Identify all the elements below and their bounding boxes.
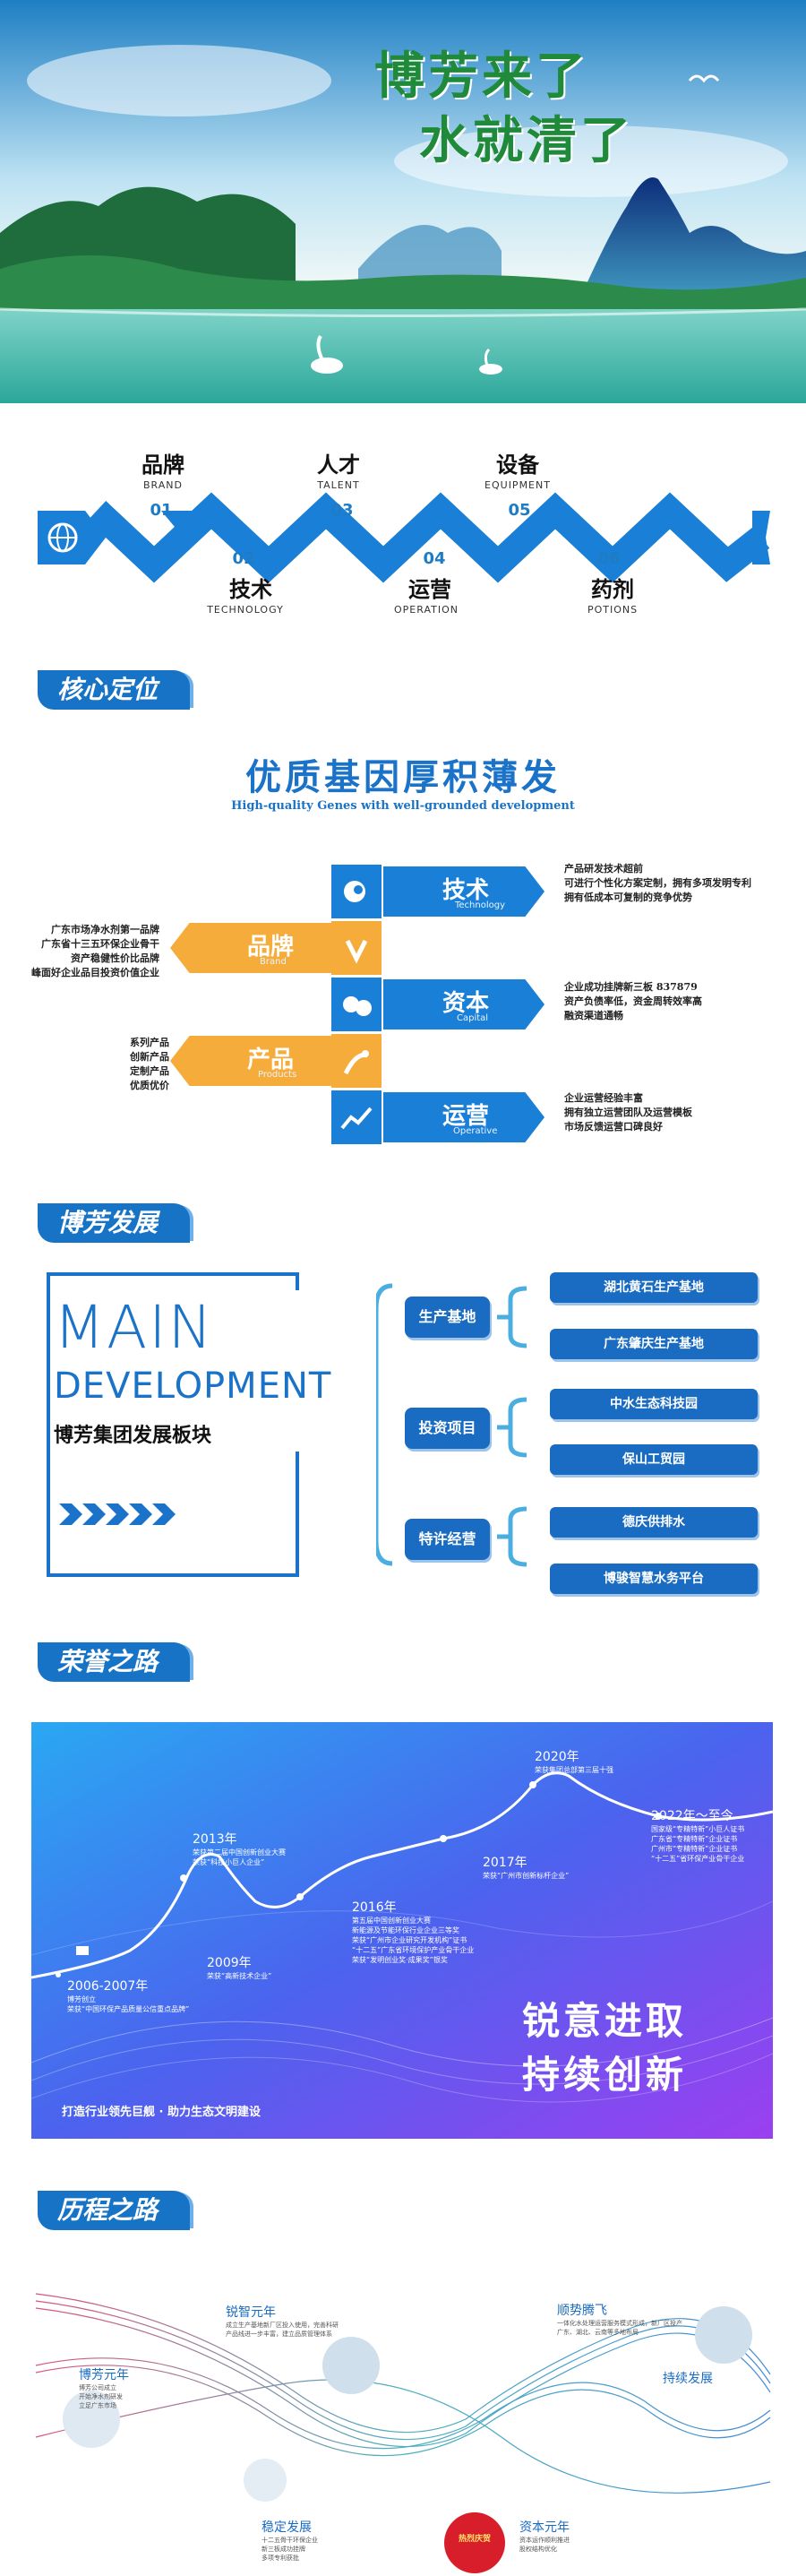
history-node: 资本元年 资本运作顺利推进 股权结构优化 — [519, 2520, 570, 2553]
dev-item: 保山工贸园 — [550, 1444, 758, 1475]
history-photo — [322, 2337, 380, 2394]
section-tab-dev: 博芳发展 — [38, 1203, 190, 1243]
note-technology: 产品研发技术超前可进行个性化方案定制，拥有多项发明专利拥有低成本可复制的竞争优势 — [564, 863, 751, 903]
dev-item: 中水生态科技园 — [550, 1389, 758, 1419]
landscape-illustration — [0, 0, 806, 403]
note-products: 系列产品创新产品定制产品优质优价 — [130, 1037, 169, 1091]
history-node: 稳定发展 十二五骨干环保企业 新三板成功挂牌 多项专利获批 — [262, 2520, 318, 2562]
history-node: 持续发展 — [663, 2372, 713, 2386]
dev-item: 湖北黄石生产基地 — [550, 1272, 758, 1303]
core-diagram: 技术 Technology 品牌 Brand 资本 Capital 产品 Pro… — [0, 860, 806, 1156]
history-photo — [695, 2306, 752, 2364]
section-tab-history: 历程之路 — [38, 2191, 190, 2230]
history-timeline: 热烈庆贺 博芳元年 博芳公司成立 开始净水剂研发 立足广东市场 锐智元年 成立生… — [0, 2258, 806, 2576]
history-node: 博芳元年 博芳公司成立 开始净水剂研发 立足广东市场 — [79, 2368, 129, 2409]
products-icon — [331, 1034, 382, 1088]
dev-group-franchise: 特许经营 — [405, 1519, 490, 1560]
milestone: 2020年 荣获集团总部第三届十强 — [535, 1750, 613, 1774]
milestone: 2022年～至今 国家级“专精特新”小巨人证书 广东省“专精特新”企业证书 广州… — [651, 1809, 745, 1863]
history-wave — [35, 2293, 771, 2494]
main-development-heading: MAIN DEVELOPMENT 博芳集团发展板块 — [54, 1290, 367, 1452]
brand-icon — [331, 921, 382, 975]
strip-equipment: 设备 — [496, 452, 539, 478]
dev-item: 德庆供排水 — [550, 1507, 758, 1538]
bar-operative: 运营 Operative — [383, 1092, 544, 1142]
core-title: 优质基因厚积薄发 — [245, 757, 561, 798]
swan-icon — [311, 334, 343, 374]
dev-group-investment: 投资项目 — [405, 1408, 490, 1449]
bar-products: 产品 Products — [170, 1036, 331, 1086]
history-node: 顺势腾飞 一体化水处理运营服务模式形成，新厂区投产 广东、湖北、云南等多地布局 — [557, 2304, 682, 2336]
honor-slogan-1: 锐意进取 — [522, 1999, 688, 2043]
bar-brand: 品牌 Brand — [170, 923, 331, 973]
capital-icon — [331, 978, 382, 1031]
bird-icon — [688, 74, 720, 83]
history-photo — [444, 2512, 505, 2573]
milestone: 2016年 第五届中国创新创业大赛 新能源及节能环保行业企业三等奖 荣获“广州市… — [352, 1900, 475, 1964]
hero-title-line1: 博芳来了 — [374, 47, 589, 106]
strip-brand: 品牌 — [141, 452, 184, 478]
note-brand: 广东市场净水剂第一品牌广东省十三五环保企业骨干资产稳健性价比品牌峰面好企业品目投… — [31, 924, 159, 978]
operative-icon — [331, 1090, 382, 1144]
dev-item: 广东肇庆生产基地 — [550, 1329, 758, 1359]
hero-banner: 博芳来了 水就清了 — [0, 0, 806, 403]
honor-bottom-line: 打造行业领先巨舰 · 助力生态文明建设 — [62, 2106, 261, 2119]
note-operative: 企业运营经验丰富拥有独立运营团队及运营模板市场反馈运营口碑良好 — [564, 1092, 692, 1133]
chevrons-icon — [59, 1503, 176, 1525]
capability-strip: 品牌 BRAND 01 人才 TALENT 03 设备 EQUIPMENT 05… — [0, 444, 806, 632]
dev-group-production: 生产基地 — [405, 1297, 490, 1338]
tech-icon — [331, 865, 382, 918]
history-photo — [244, 2459, 287, 2502]
stamp-text: 热烈庆贺 — [458, 2535, 491, 2544]
milestone: 2017年 荣获“广州市创新标杆企业” — [483, 1856, 570, 1880]
history-photo — [63, 2391, 120, 2448]
honor-slogan-2: 持续创新 — [522, 2053, 688, 2097]
cart-icon — [76, 1946, 89, 1955]
hero-title-line2: 水就清了 — [419, 112, 634, 170]
strip-technology: 技术 — [229, 577, 272, 602]
milestone: 2009年 荣获“高新技术企业” — [207, 1956, 272, 1980]
honor-panel: 2006-2007年 博芳创立 荣获“中国环保产品质量公信重点品牌” 2009年… — [31, 1722, 773, 2139]
dev-brackets — [376, 1283, 527, 1567]
milestone: 2006-2007年 博芳创立 荣获“中国环保产品质量公信重点品牌” — [67, 1979, 190, 2013]
strip-operation: 运营 — [408, 577, 451, 602]
bar-capital: 资本 Capital — [383, 979, 544, 1030]
section-tab-core: 核心定位 — [38, 670, 190, 710]
milestone: 2013年 荣获第二届中国创新创业大赛 荣获“科技小巨人企业” — [193, 1832, 286, 1866]
history-node: 锐智元年 成立生产基地新厂区投入使用，完善科研 产品线进一步丰富，建立品质管理体… — [226, 2305, 339, 2338]
strip-talent: 人才 — [317, 452, 360, 478]
honor-timeline-curve — [31, 1771, 773, 1979]
strip-potions: 药剂 — [591, 577, 634, 602]
core-subtitle: High-quality Genes with well-grounded de… — [231, 799, 575, 813]
bar-technology: 技术 Technology — [383, 866, 544, 917]
dev-item: 博骏智慧水务平台 — [550, 1564, 758, 1594]
section-tab-honor: 荣誉之路 — [38, 1642, 190, 1682]
